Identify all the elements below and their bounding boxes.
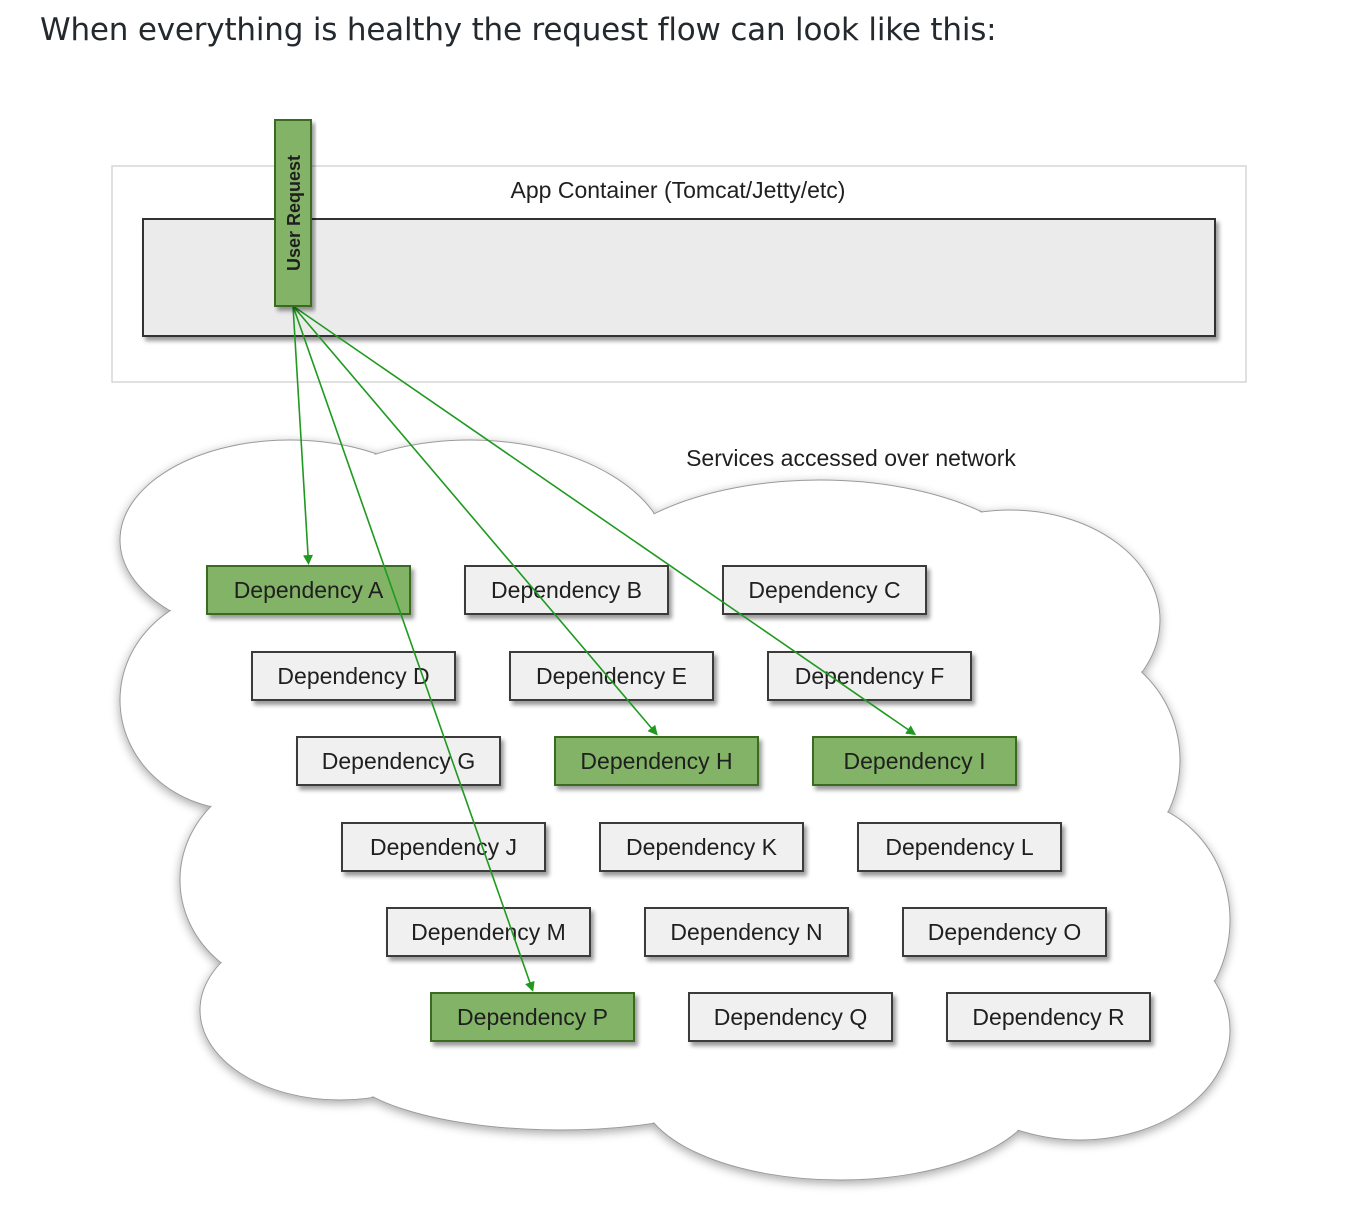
network-label: Services accessed over network xyxy=(686,445,1016,471)
dependency-grid: Dependency A Dependency B Dependency C Depe… xyxy=(206,565,1151,1042)
dependency-a: Dependency A xyxy=(206,565,411,615)
arrow-to-dependency-p xyxy=(292,305,535,992)
dependency-i-label: Dependency I xyxy=(844,748,986,774)
dependency-r-label: Dependency R xyxy=(972,1004,1124,1030)
dependency-j-label: Dependency J xyxy=(370,834,517,860)
dependency-m-box xyxy=(386,907,591,957)
dependency-a-box xyxy=(206,565,411,615)
dependency-o-box xyxy=(902,907,1107,957)
dependency-h: Dependency H xyxy=(554,736,759,786)
dependency-d-label: Dependency D xyxy=(277,663,429,689)
dependency-b-label: Dependency B xyxy=(491,577,642,603)
dependency-k-label: Dependency K xyxy=(626,834,778,860)
dependency-l-box xyxy=(857,822,1062,872)
user-request-box xyxy=(274,119,312,307)
dependency-k: Dependency K xyxy=(599,822,804,872)
dependency-c-box xyxy=(722,565,927,615)
dependency-g: Dependency G xyxy=(296,736,501,786)
intro-text: When everything is healthy the request f… xyxy=(40,12,997,48)
dependency-q-box xyxy=(688,992,893,1042)
dependency-m-label: Dependency M xyxy=(411,919,566,945)
dependency-g-box xyxy=(296,736,501,786)
user-request: User Request xyxy=(274,119,312,307)
dependency-d-box xyxy=(251,651,456,701)
dependency-o: Dependency O xyxy=(902,907,1107,957)
dependency-q: Dependency Q xyxy=(688,992,893,1042)
dependency-f-label: Dependency F xyxy=(795,663,945,689)
network-cloud xyxy=(119,439,1231,1181)
dependency-j: Dependency J xyxy=(341,822,546,872)
app-container-box xyxy=(142,218,1216,337)
dependency-o-label: Dependency O xyxy=(928,919,1081,945)
dependency-i-box xyxy=(812,736,1017,786)
dependency-e: Dependency E xyxy=(509,651,714,701)
dependency-c: Dependency C xyxy=(722,565,927,615)
dependency-q-label: Dependency Q xyxy=(714,1004,867,1030)
dependency-n-box xyxy=(644,907,849,957)
arrow-to-dependency-a xyxy=(292,305,314,565)
dependency-e-box xyxy=(509,651,714,701)
dependency-i: Dependency I xyxy=(812,736,1017,786)
dependency-b: Dependency B xyxy=(464,565,669,615)
dependency-p: Dependency P xyxy=(430,992,635,1042)
dependency-h-box xyxy=(554,736,759,786)
dependency-l-label: Dependency L xyxy=(885,834,1034,860)
dependency-n: Dependency N xyxy=(644,907,849,957)
dependency-m: Dependency M xyxy=(386,907,591,957)
dependency-h-label: Dependency H xyxy=(580,748,732,774)
dependency-n-label: Dependency N xyxy=(670,919,822,945)
dependency-f-box xyxy=(767,651,972,701)
dependency-l: Dependency L xyxy=(857,822,1062,872)
dependency-j-box xyxy=(341,822,546,872)
dependency-r: Dependency R xyxy=(946,992,1151,1042)
dependency-c-label: Dependency C xyxy=(748,577,900,603)
dependency-p-box xyxy=(430,992,635,1042)
app-container-label: App Container (Tomcat/Jetty/etc) xyxy=(511,177,846,203)
user-request-label: User Request xyxy=(284,155,304,271)
request-arrows xyxy=(292,305,917,992)
dependency-a-label: Dependency A xyxy=(234,577,384,603)
dependency-d: Dependency D xyxy=(251,651,456,701)
arrow-to-dependency-i xyxy=(292,305,917,736)
dependency-e-label: Dependency E xyxy=(536,663,687,689)
dependency-p-label: Dependency P xyxy=(457,1004,608,1030)
dependency-k-box xyxy=(599,822,804,872)
dependency-f: Dependency F xyxy=(767,651,972,701)
arrow-to-dependency-h xyxy=(292,305,658,736)
dependency-r-box xyxy=(946,992,1151,1042)
dependency-b-box xyxy=(464,565,669,615)
